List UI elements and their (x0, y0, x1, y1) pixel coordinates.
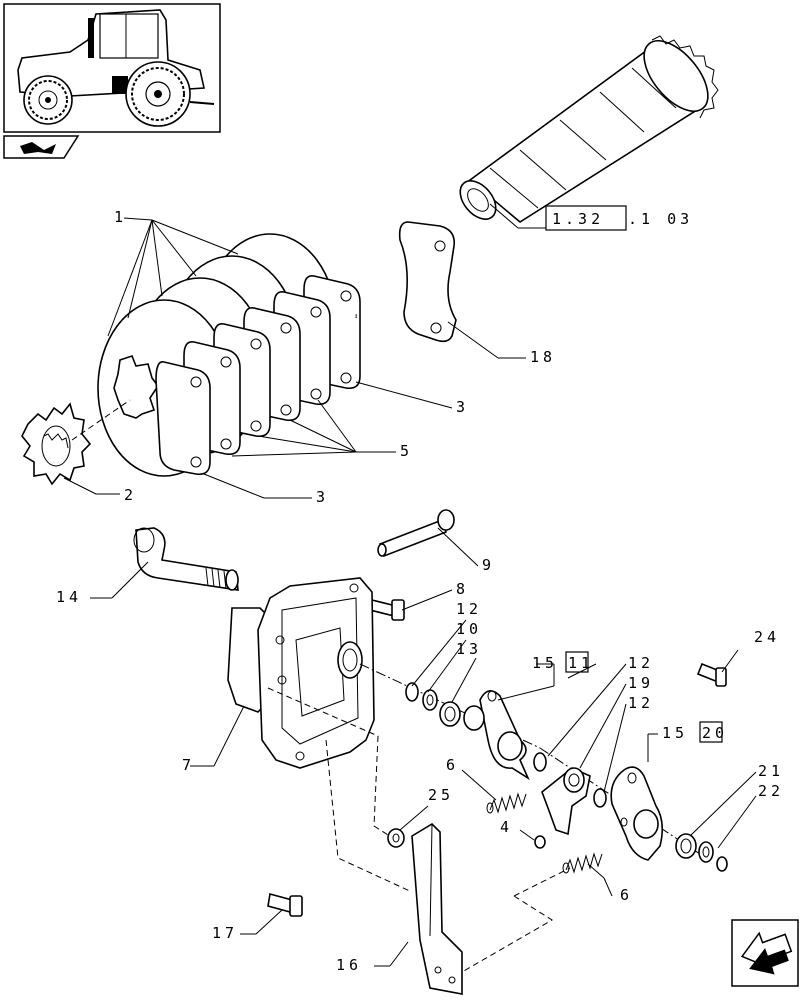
bolt-24 (696, 662, 727, 687)
callout-20: 20 (702, 724, 728, 742)
callout-25: 25 (428, 786, 454, 804)
callout-11: 11 (568, 654, 594, 672)
friction-pad: ↕ (354, 221, 457, 343)
bolt-17 (267, 892, 303, 917)
brake-housing (227, 577, 375, 769)
callout-24: 24 (754, 628, 780, 646)
callout-17: 17 (212, 924, 238, 942)
ring-12a (405, 682, 419, 702)
callout-19: 19 (628, 674, 654, 692)
bolt-8 (369, 599, 405, 621)
callout-15b: 15 (662, 724, 688, 742)
box-11 (565, 651, 589, 673)
callout-3b: 3 (316, 488, 329, 506)
section-badge-icon (3, 135, 80, 159)
callout-3a: 3 (456, 398, 469, 416)
leaders-5 (231, 399, 396, 457)
ring-12b (533, 752, 547, 772)
reference-rest: .1 03 (628, 210, 693, 228)
callout-9: 9 (482, 556, 495, 574)
pin (377, 509, 455, 558)
callout-8: 8 (456, 580, 469, 598)
callout-4: 4 (500, 818, 513, 836)
drive-gear (21, 402, 92, 486)
bushing-13 (439, 701, 461, 727)
washer-22 (698, 841, 714, 863)
callout-18: 18 (530, 348, 556, 366)
callout-2: 2 (124, 486, 137, 504)
callout-12b: 12 (628, 654, 654, 672)
callout-21: 21 (758, 762, 784, 780)
clip-22 (716, 856, 728, 872)
tractor-thumbnail (3, 3, 221, 133)
cam-19 (541, 767, 591, 836)
reference-boxed: 1.32 (552, 210, 604, 228)
callout-12a: 12 (456, 600, 482, 618)
shaft-pinion-teeth (651, 35, 719, 119)
callout-6a: 6 (446, 756, 459, 774)
spring-6a (486, 792, 527, 814)
ring-12c (593, 788, 607, 808)
spring-6b (562, 852, 603, 874)
callout-5: 5 (400, 442, 413, 460)
callout-15a: 15 (532, 654, 558, 672)
svg-text:↕: ↕ (354, 312, 358, 320)
reference-label: 1.32 .1 03 (545, 205, 693, 231)
separator-plates (155, 274, 361, 476)
leaders-1 (107, 217, 239, 337)
callout-10: 10 (456, 620, 482, 638)
washer-4 (534, 835, 546, 849)
callout-labels: 1 2 3 3 5 18 14 9 8 12 10 13 15 11 12 19… (56, 208, 784, 974)
next-page-arrow-icon[interactable] (731, 919, 799, 987)
bushing-21 (675, 833, 697, 859)
box-20 (699, 721, 723, 743)
bracket-16 (411, 822, 463, 995)
lever-arm-20 (610, 766, 664, 861)
splined-shaft (459, 35, 719, 223)
callout-13: 13 (456, 640, 482, 658)
callout-22: 22 (758, 782, 784, 800)
washer-10 (422, 689, 438, 711)
callout-16: 16 (336, 956, 362, 974)
callout-1: 1 (114, 208, 127, 226)
lever-arm-11 (463, 690, 530, 781)
callout-14: 14 (56, 588, 82, 606)
callout-12c: 12 (628, 694, 654, 712)
callout-6b: 6 (620, 886, 633, 904)
washer-25 (387, 828, 405, 848)
tractor-locator-icon (17, 9, 215, 127)
callout-7: 7 (182, 756, 195, 774)
lever-shaft (133, 527, 239, 591)
